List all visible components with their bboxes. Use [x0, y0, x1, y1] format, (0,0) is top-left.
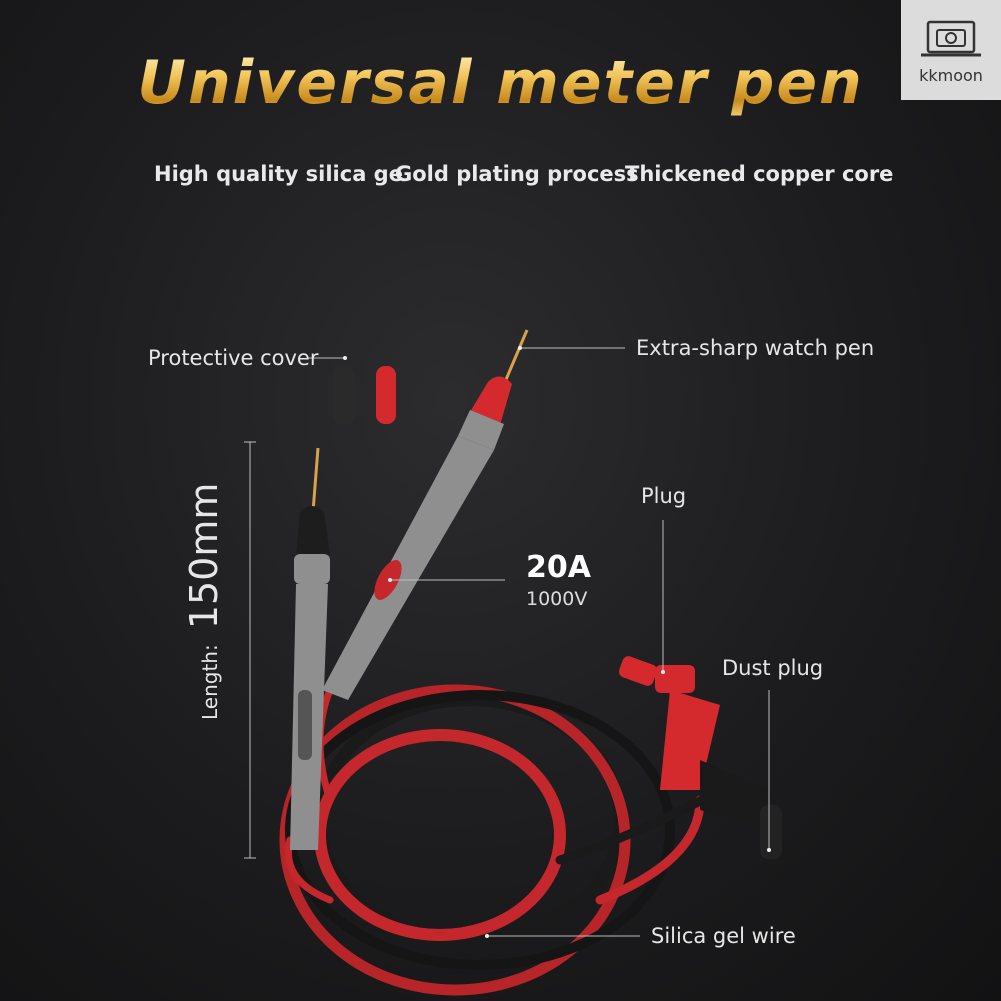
- feature-gold-plating: Gold plating process: [395, 162, 639, 186]
- coiled-cables: [279, 684, 725, 996]
- logo-text: kkmoon: [919, 66, 983, 85]
- banana-plugs: [619, 656, 782, 859]
- callout-silica-wire: Silica gel wire: [651, 924, 796, 948]
- probe-black: [290, 447, 330, 850]
- length-dimension: Length: 150mm: [182, 483, 226, 720]
- brand-logo: kkmoon: [901, 0, 1001, 100]
- protective-covers: [333, 366, 396, 424]
- callout-extra-sharp: Extra-sharp watch pen: [636, 336, 875, 360]
- callout-plug: Plug: [641, 484, 687, 508]
- callout-protective-cover: Protective cover: [148, 346, 319, 370]
- leader-lines: [244, 346, 771, 938]
- current-rating: 20A: [526, 550, 591, 585]
- callout-dust-plug: Dust plug: [722, 656, 824, 680]
- camera-laptop-icon: [921, 20, 981, 57]
- feature-copper-core: Thickened copper core: [625, 162, 894, 186]
- probe-red: [322, 329, 529, 700]
- length-label: Length:: [198, 644, 222, 720]
- page-title: Universal meter pen: [0, 48, 1001, 118]
- voltage-rating: 1000V: [526, 588, 588, 610]
- length-value: 150mm: [182, 482, 226, 630]
- feature-silica: High quality silica ge: [154, 162, 403, 186]
